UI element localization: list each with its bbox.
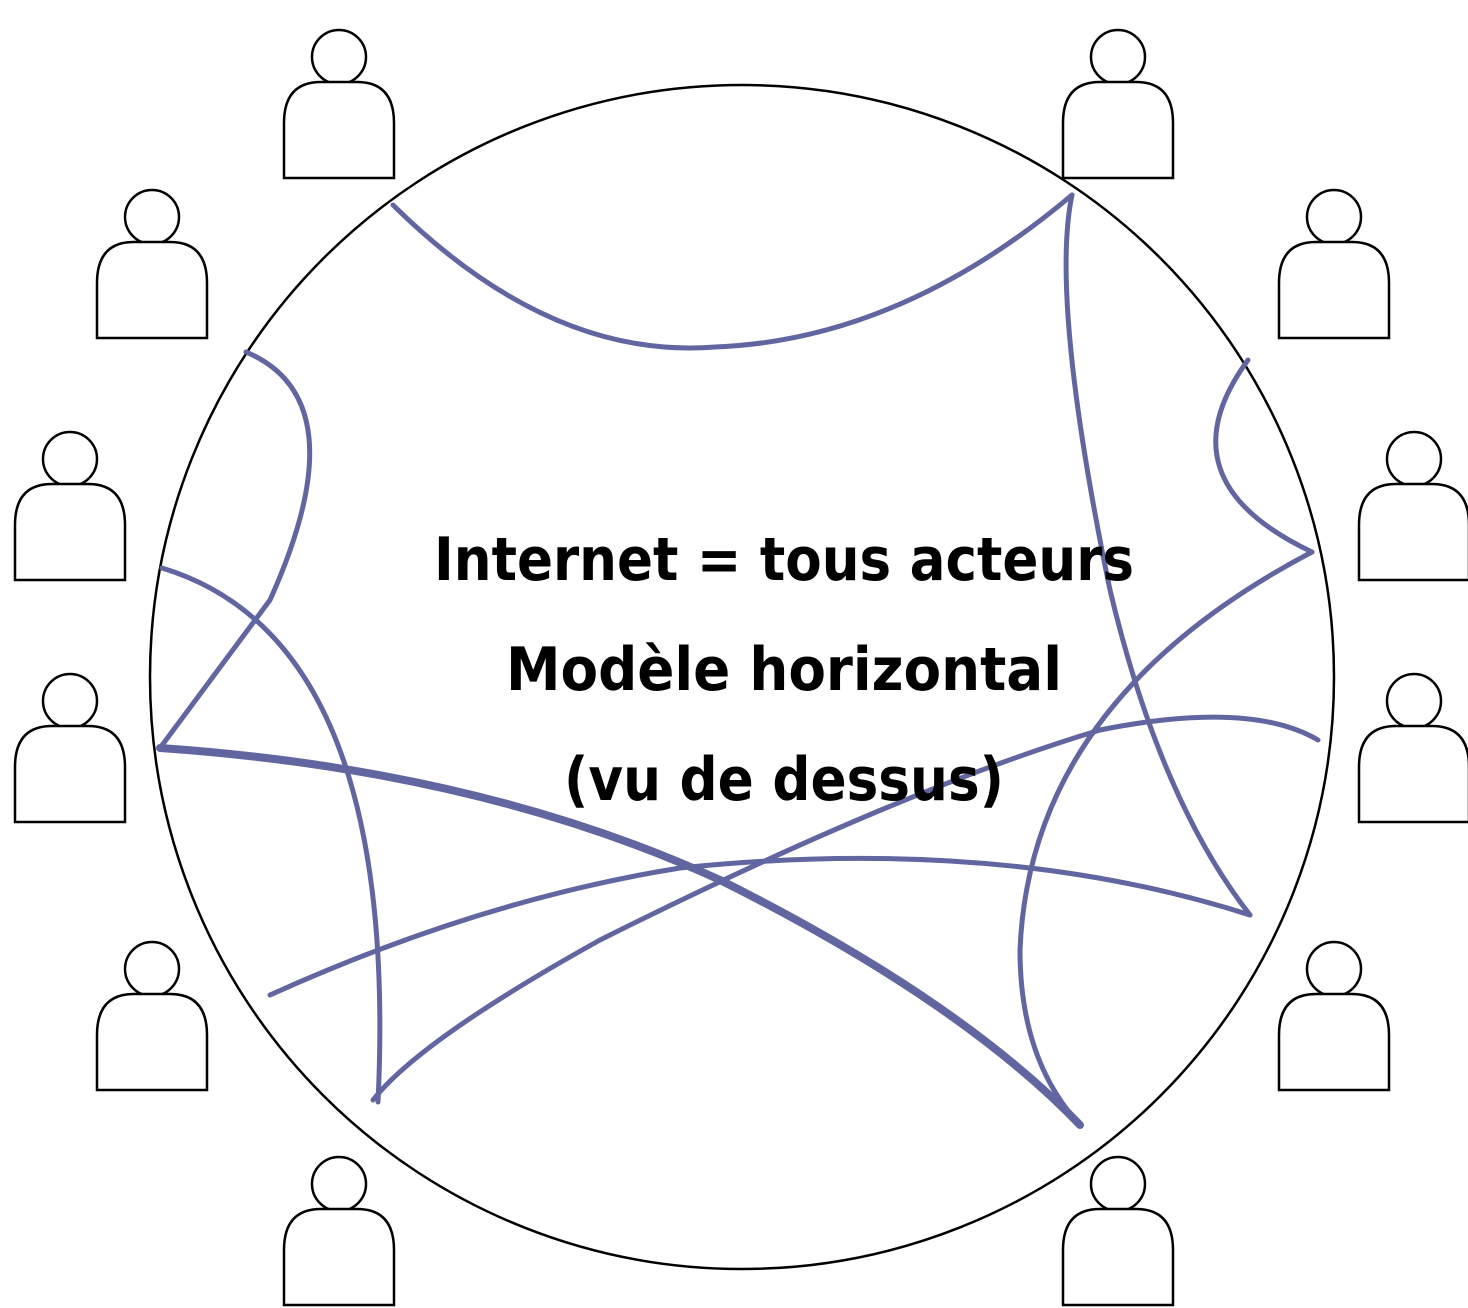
link-lowerleft-to-right [267, 855, 1253, 998]
person-icon [1277, 188, 1391, 340]
link-right-to-bottomright [1017, 549, 1315, 1128]
person-icon [282, 28, 396, 180]
caption-line-2: Modèle horizontal [506, 635, 1062, 705]
link-left-to-bottomright [156, 744, 1084, 1129]
person-icon [13, 430, 127, 582]
link-topright-to-right-lower [1063, 192, 1253, 918]
link-left-curl [157, 349, 313, 751]
person-icon [1277, 940, 1391, 1092]
person-icon [95, 188, 209, 340]
person-icon [1357, 430, 1468, 582]
person-icon [1061, 28, 1175, 180]
connection-links [156, 192, 1321, 1129]
person-icon [95, 940, 209, 1092]
link-top-arc [390, 192, 1075, 351]
caption-line-1: Internet = tous acteurs [434, 525, 1134, 595]
link-right-curl [1213, 357, 1315, 555]
link-bottomleft-to-right [370, 714, 1321, 1103]
person-icon [13, 672, 127, 824]
caption-line-3: (vu de dessus) [564, 745, 1004, 815]
person-icon [1061, 1155, 1175, 1307]
caption: Internet = tous acteurs Modèle horizonta… [434, 525, 1134, 815]
link-left-to-bottomleft [159, 565, 383, 1105]
person-icon [1357, 672, 1468, 824]
person-icon [282, 1155, 396, 1307]
network-circle [148, 83, 1336, 1271]
